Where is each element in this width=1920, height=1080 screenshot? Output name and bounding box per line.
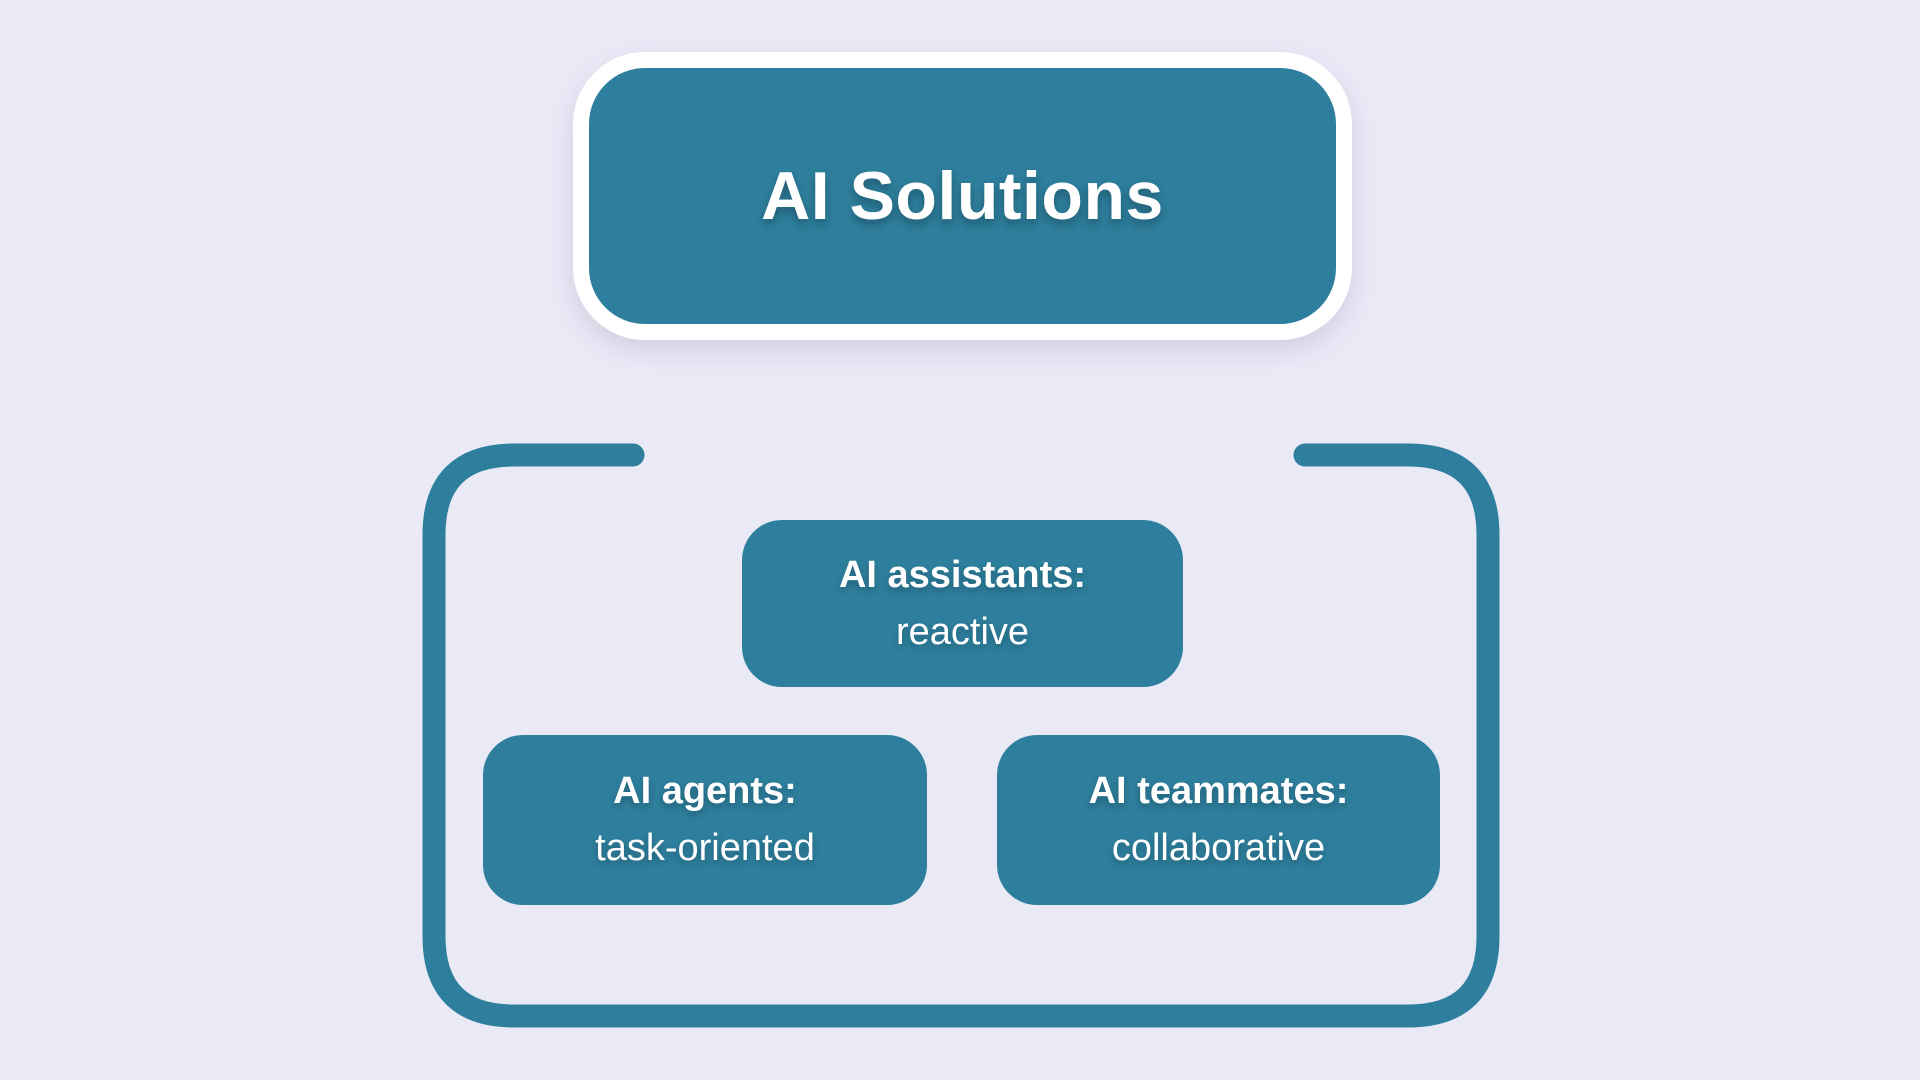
root-node-label: AI Solutions [761,158,1164,234]
child-node-ai-teammates: AI teammates: collaborative [997,735,1440,905]
child-node-ai-assistants: AI assistants: reactive [742,520,1183,687]
root-node-ai-solutions: AI Solutions [573,52,1352,340]
child-node-title: AI agents: [613,770,797,812]
child-node-subtitle: collaborative [1111,827,1326,869]
child-node-ai-agents: AI agents: task-oriented [483,735,927,905]
child-node-title: AI teammates: [1088,770,1349,812]
child-node-title: AI assistants: [838,553,1087,596]
child-node-subtitle: task-oriented [595,827,815,869]
child-node-subtitle: reactive [895,610,1030,653]
